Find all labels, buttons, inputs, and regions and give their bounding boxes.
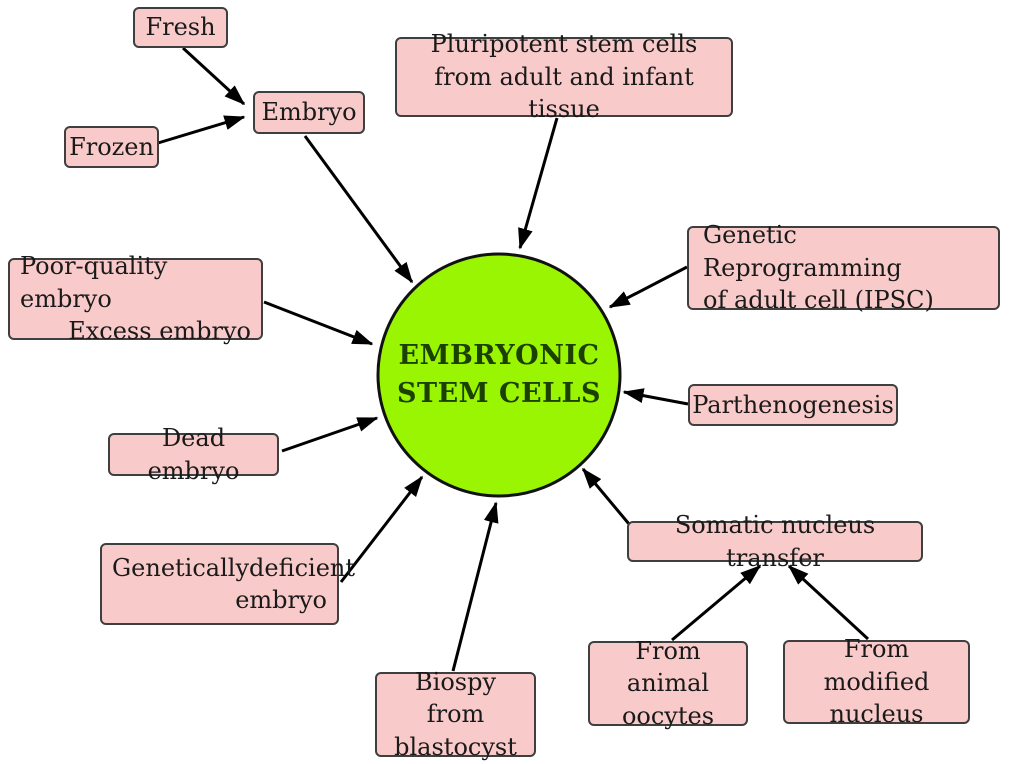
edge-animal-somatic [671, 564, 762, 642]
edge-somatic-center [581, 467, 631, 525]
edge-gendef-center [339, 475, 424, 583]
node-somatic-nucleus-transfer: Somatic nucleus transfer [627, 511, 923, 572]
center-circle-shape [376, 252, 622, 498]
edge-poor-center [263, 300, 374, 346]
edge-parthenogenesis-center [622, 388, 689, 406]
node-genetically-deficient-line2: embryo [235, 586, 327, 614]
edge-arrows [157, 46, 870, 672]
center-node-embryonic-stem-cells: EMBRYONIC STEM CELLS [397, 340, 601, 409]
node-poor-quality-excess-embryo: Poor-quality embryo Excess embryo [8, 252, 263, 345]
node-frozen: Frozen [64, 126, 159, 168]
node-biopsy-from-blastocyst: Biospy from blastocyst [375, 668, 536, 761]
node-from-modified-nucleus: From modified nucleus [783, 635, 970, 728]
edge-biopsy-center [451, 501, 499, 672]
node-pluripotent-stem-cells: Pluripotent stem cells from adult and in… [395, 30, 733, 123]
node-from-animal-oocytes: From animal oocytes [588, 637, 748, 730]
node-dead-embryo: Dead embryo [108, 424, 279, 485]
node-poor-quality-line2: Excess embryo [68, 317, 251, 346]
edge-genetic-center [608, 265, 688, 309]
edge-embryo-center [303, 135, 414, 284]
edge-pluripotent-center [518, 117, 559, 250]
node-genetically-deficient-embryo: Geneticallydeficient embryo [100, 543, 356, 625]
edge-dead-center [281, 416, 379, 453]
node-fresh: Fresh [133, 7, 228, 48]
node-parthenogenesis: Parthenogenesis [688, 384, 898, 426]
node-poor-quality-line1: Poor-quality embryo [20, 252, 168, 313]
edge-frozen-embryo [157, 115, 246, 145]
node-embryo: Embryo [253, 91, 365, 134]
edge-modified-somatic [787, 564, 870, 641]
node-genetic-reprogramming: Genetic Reprogramming of adult cell (IPS… [687, 221, 1000, 314]
node-genetically-deficient-line1: Geneticallydeficient [112, 553, 356, 582]
edge-fresh-embryo [181, 46, 246, 106]
